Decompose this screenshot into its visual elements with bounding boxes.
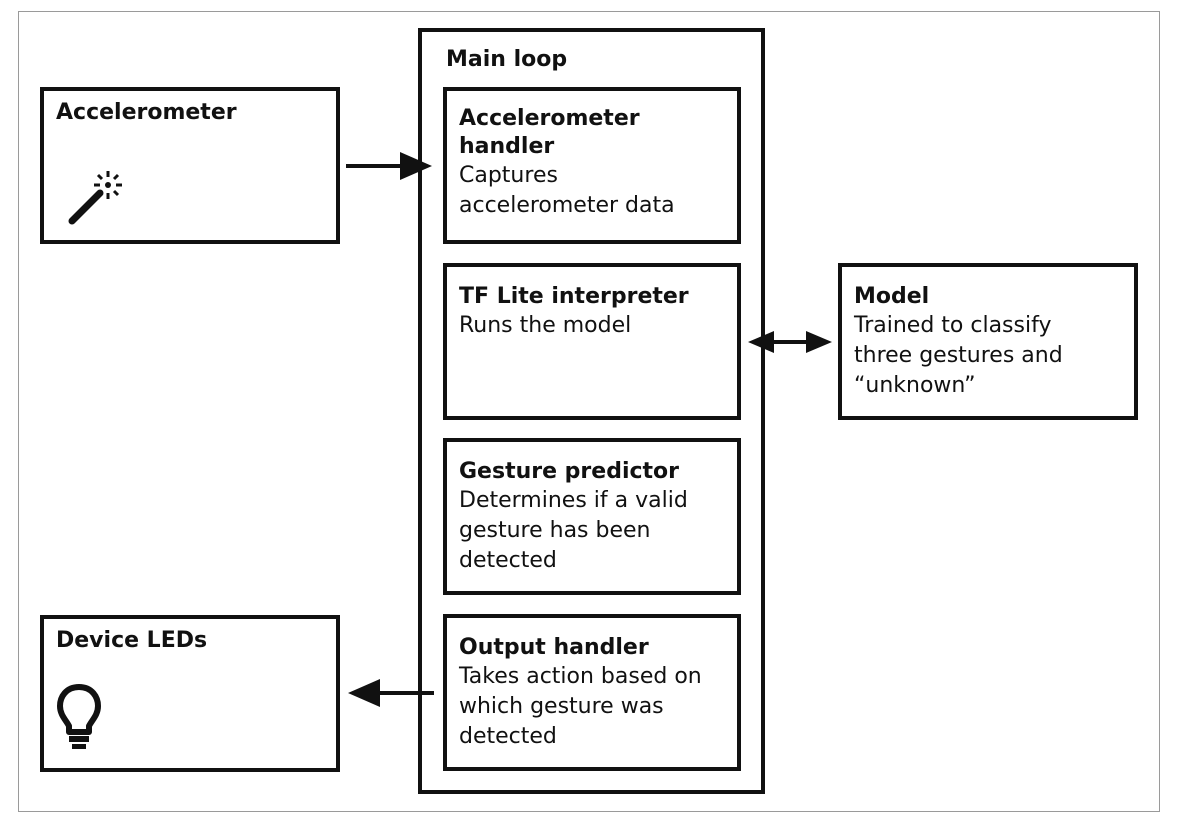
tflite-interpreter-desc-line-1: Runs the model	[459, 313, 632, 338]
gesture-predictor-title: Gesture predictor	[459, 459, 680, 484]
gesture-predictor-desc-line-1: Determines if a valid	[459, 488, 688, 513]
model-box: Model Trained to classify three gestures…	[838, 263, 1138, 420]
model-desc-line-1: Trained to classify	[854, 313, 1052, 338]
diagram-frame	[18, 11, 1160, 812]
arrow-interpreter-model-bidirectional	[748, 331, 832, 353]
gesture-predictor-desc-line-2: gesture has been	[459, 518, 651, 543]
output-handler-desc-line-2: which gesture was	[459, 694, 664, 719]
lightbulb-icon	[57, 684, 101, 749]
gesture-predictor-box: Gesture predictor Determines if a valid …	[443, 438, 741, 595]
accelerometer-handler-desc-line-1: Captures	[459, 163, 558, 188]
accelerometer-title: Accelerometer	[56, 100, 237, 125]
output-handler-desc-line-3: detected	[459, 724, 557, 749]
model-desc-line-3: “unknown”	[854, 373, 976, 398]
gesture-predictor-desc-line-3: detected	[459, 548, 557, 573]
output-handler-title: Output handler	[459, 635, 649, 660]
accelerometer-handler-desc-line-2: accelerometer data	[459, 193, 675, 218]
accelerometer-handler-title-line-1: Accelerometer	[459, 106, 640, 131]
model-title: Model	[854, 284, 930, 309]
model-desc-line-2: three gestures and	[854, 343, 1063, 368]
main-loop-title: Main loop	[446, 47, 568, 72]
accelerometer-box: Accelerometer	[40, 87, 340, 244]
accelerometer-handler-title-line-2: handler	[459, 134, 555, 159]
output-handler-desc-line-1: Takes action based on	[459, 664, 702, 689]
arrow-output-to-leds	[348, 679, 434, 707]
tflite-interpreter-title: TF Lite interpreter	[459, 284, 689, 309]
arrow-accelerometer-to-handler	[346, 152, 432, 180]
tflite-interpreter-box: TF Lite interpreter Runs the model	[443, 263, 741, 420]
device-leds-box: Device LEDs	[40, 615, 340, 772]
accelerometer-handler-box: Accelerometer handler Captures accelerom…	[443, 87, 741, 244]
magic-wand-icon	[68, 171, 122, 225]
device-leds-title: Device LEDs	[56, 628, 208, 653]
output-handler-box: Output handler Takes action based on whi…	[443, 614, 741, 771]
